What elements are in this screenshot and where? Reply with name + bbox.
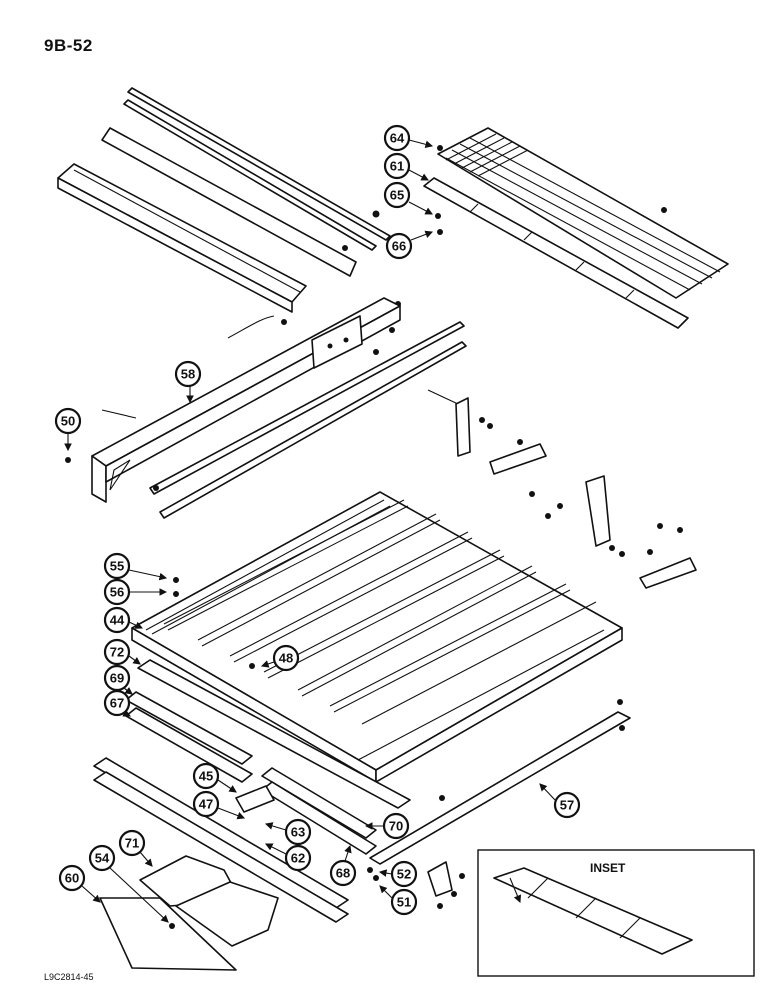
small-hardware-upper-right	[435, 145, 667, 235]
main-grid-frame	[131, 491, 623, 783]
svg-text:45: 45	[199, 769, 213, 784]
svg-text:69: 69	[110, 671, 124, 686]
callout-50: 50	[54, 407, 82, 452]
svg-text:64: 64	[390, 131, 405, 146]
callout-51: 51	[379, 885, 418, 916]
inset-label: INSET	[590, 861, 626, 875]
callout-45: 45	[192, 762, 237, 793]
frame-hardware	[173, 577, 625, 801]
inset-panel: INSET	[477, 849, 755, 977]
callout-60: 60	[58, 864, 101, 903]
svg-text:57: 57	[560, 798, 574, 813]
svg-text:68: 68	[336, 866, 350, 881]
callout-55: 55	[103, 552, 168, 581]
svg-text:50: 50	[61, 414, 75, 429]
svg-text:72: 72	[110, 645, 124, 660]
callout-71: 71	[118, 829, 153, 867]
lower-plates-strips	[93, 659, 631, 923]
callout-57: 57	[539, 783, 581, 819]
callout-65: 65	[383, 181, 433, 215]
callout-56: 56	[103, 578, 168, 606]
svg-text:47: 47	[199, 797, 213, 812]
callout-70: 70	[364, 812, 410, 840]
callouts: 64 61 65 66 58 50 55 56 44 72 48 69 67 4…	[54, 124, 581, 923]
svg-text:60: 60	[65, 871, 79, 886]
callout-62: 62	[265, 843, 312, 872]
callout-68: 68	[329, 844, 357, 887]
long-rails-middle	[65, 321, 467, 519]
svg-text:63: 63	[291, 825, 305, 840]
svg-text:48: 48	[279, 651, 293, 666]
bottom-panels	[99, 855, 465, 971]
callout-48: 48	[260, 644, 300, 672]
callout-44: 44	[103, 606, 143, 634]
callout-63: 63	[264, 818, 312, 846]
svg-text:55: 55	[110, 559, 124, 574]
svg-text:62: 62	[291, 851, 305, 866]
callout-61: 61	[383, 152, 429, 181]
callout-47: 47	[192, 790, 246, 820]
svg-text:52: 52	[397, 867, 411, 882]
svg-text:71: 71	[125, 836, 139, 851]
link-assemblies	[427, 389, 697, 589]
side-frame-beam	[91, 297, 401, 503]
svg-text:58: 58	[181, 367, 195, 382]
callout-58: 58	[174, 360, 202, 404]
callout-54: 54	[88, 844, 169, 923]
svg-text:54: 54	[95, 851, 110, 866]
svg-text:51: 51	[397, 895, 411, 910]
callout-72: 72	[103, 638, 141, 666]
slatted-deck-panel	[423, 127, 729, 329]
svg-text:66: 66	[392, 239, 406, 254]
page-number: 9B-52	[44, 36, 93, 55]
callout-66: 66	[385, 230, 434, 260]
upper-rail-strips	[101, 87, 391, 277]
upper-channel	[57, 163, 307, 313]
callout-64: 64	[383, 124, 434, 152]
drawing-code: L9C2814-45	[44, 972, 94, 982]
svg-text:44: 44	[110, 613, 125, 628]
svg-text:56: 56	[110, 585, 124, 600]
callout-52: 52	[378, 860, 418, 888]
callout-67: 67	[103, 689, 131, 717]
svg-text:67: 67	[110, 696, 124, 711]
svg-text:65: 65	[390, 188, 404, 203]
callout-69: 69	[103, 664, 133, 695]
svg-text:70: 70	[389, 819, 403, 834]
svg-text:61: 61	[390, 159, 404, 174]
